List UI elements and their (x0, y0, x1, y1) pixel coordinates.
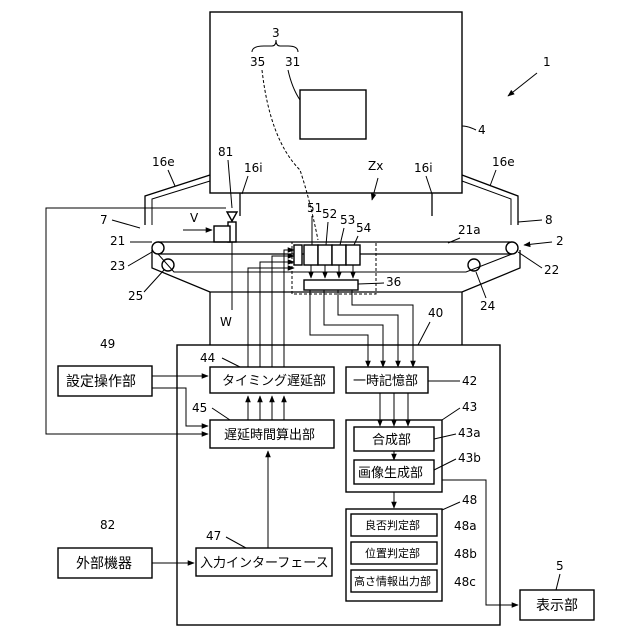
ref-36: 36 (386, 275, 401, 289)
ref-81: 81 (218, 145, 233, 159)
ref-2-arrow (524, 242, 552, 245)
sensor-53 (332, 245, 346, 265)
ref-16e-left: 16e (152, 155, 175, 169)
ref-21a: 21a (458, 223, 481, 237)
line-sensor-array (294, 245, 302, 265)
sensor-51 (304, 245, 318, 265)
input-interface-label: 入力インターフェース (200, 556, 329, 571)
ref-16i-right: 16i (414, 161, 433, 175)
shield-right (462, 175, 518, 225)
ref-43a: 43a (458, 426, 481, 440)
ref-2: 2 (556, 234, 564, 248)
ref-4-leader (462, 126, 476, 130)
xray-tube (300, 90, 366, 139)
ref-16e-right-leader (490, 170, 496, 186)
photo-sensor (227, 212, 237, 221)
ref-22: 22 (544, 263, 559, 277)
ref-36-leader (358, 283, 384, 284)
ref-25: 25 (128, 289, 143, 303)
ref-7-leader (112, 220, 140, 228)
ref-1: 1 (543, 55, 551, 69)
workpiece (214, 226, 230, 242)
ref-48: 48 (462, 493, 477, 507)
ref-21: 21 (110, 234, 125, 248)
ref-82: 82 (100, 518, 115, 532)
delay-calc-label: 遅延時間算出部 (224, 428, 315, 443)
synthesis-label: 合成部 (372, 433, 411, 448)
ref-48b: 48b (454, 547, 477, 561)
data-acquisition-36 (304, 280, 358, 290)
ref-22-leader (518, 252, 542, 268)
ref-54-leader (354, 236, 358, 245)
temp-storage-label: 一時記憶部 (353, 373, 418, 389)
ref-16e-left-leader (168, 170, 175, 186)
ref-54: 54 (356, 221, 371, 235)
ref-52: 52 (322, 207, 337, 221)
ref-43b: 43b (458, 451, 481, 465)
ref-40: 40 (428, 306, 443, 320)
ref-3: 3 (272, 26, 280, 40)
ref-25-leader (144, 270, 164, 292)
ref-8: 8 (545, 213, 553, 227)
ref-5-leader (556, 574, 560, 590)
ref-7: 7 (100, 213, 108, 227)
shield-right-inner (462, 181, 511, 225)
ref-4: 4 (478, 123, 486, 137)
ref-51: 51 (307, 201, 322, 215)
roller-23 (152, 242, 164, 254)
ref-V: V (190, 211, 199, 225)
ref-Zx: Zx (368, 159, 383, 173)
timing-delay-label: タイミング遅延部 (222, 374, 326, 389)
ref-24: 24 (480, 299, 495, 313)
external-device-label: 外部機器 (76, 556, 132, 572)
position-judge-label: 位置判定部 (365, 546, 420, 560)
ref-45: 45 (192, 401, 207, 415)
sensor-52 (318, 245, 332, 265)
shield-left (145, 175, 210, 225)
ref-W: W (220, 315, 232, 329)
display-label: 表示部 (536, 598, 578, 614)
ref-42: 42 (462, 374, 477, 388)
ref-1-arrow (508, 73, 537, 96)
ref-44: 44 (200, 351, 215, 365)
roller-22 (506, 242, 518, 254)
ref-31: 31 (285, 55, 300, 69)
ref-47: 47 (206, 529, 221, 543)
ref-23-leader (128, 252, 152, 266)
height-info-label: 高さ情報出力部 (354, 574, 431, 588)
ref-16e-right: 16e (492, 155, 515, 169)
ref-49: 49 (100, 337, 115, 351)
ref-40-leader (418, 322, 430, 345)
pass-fail-label: 良否判定部 (365, 518, 420, 532)
ref-48a: 48a (454, 519, 477, 533)
ref-5: 5 (556, 559, 564, 573)
image-gen-label: 画像生成部 (358, 466, 423, 481)
ref-48c: 48c (454, 575, 476, 589)
ref-16i-left: 16i (244, 161, 263, 175)
ref-53: 53 (340, 213, 355, 227)
setting-operation-label: 設定操作部 (66, 374, 136, 390)
ref-23: 23 (110, 259, 125, 273)
ref-35: 35 (250, 55, 265, 69)
ref-43: 43 (462, 400, 477, 414)
ref-8-leader (518, 220, 542, 222)
sensor-54 (346, 245, 360, 265)
shield-left-inner (152, 181, 210, 225)
